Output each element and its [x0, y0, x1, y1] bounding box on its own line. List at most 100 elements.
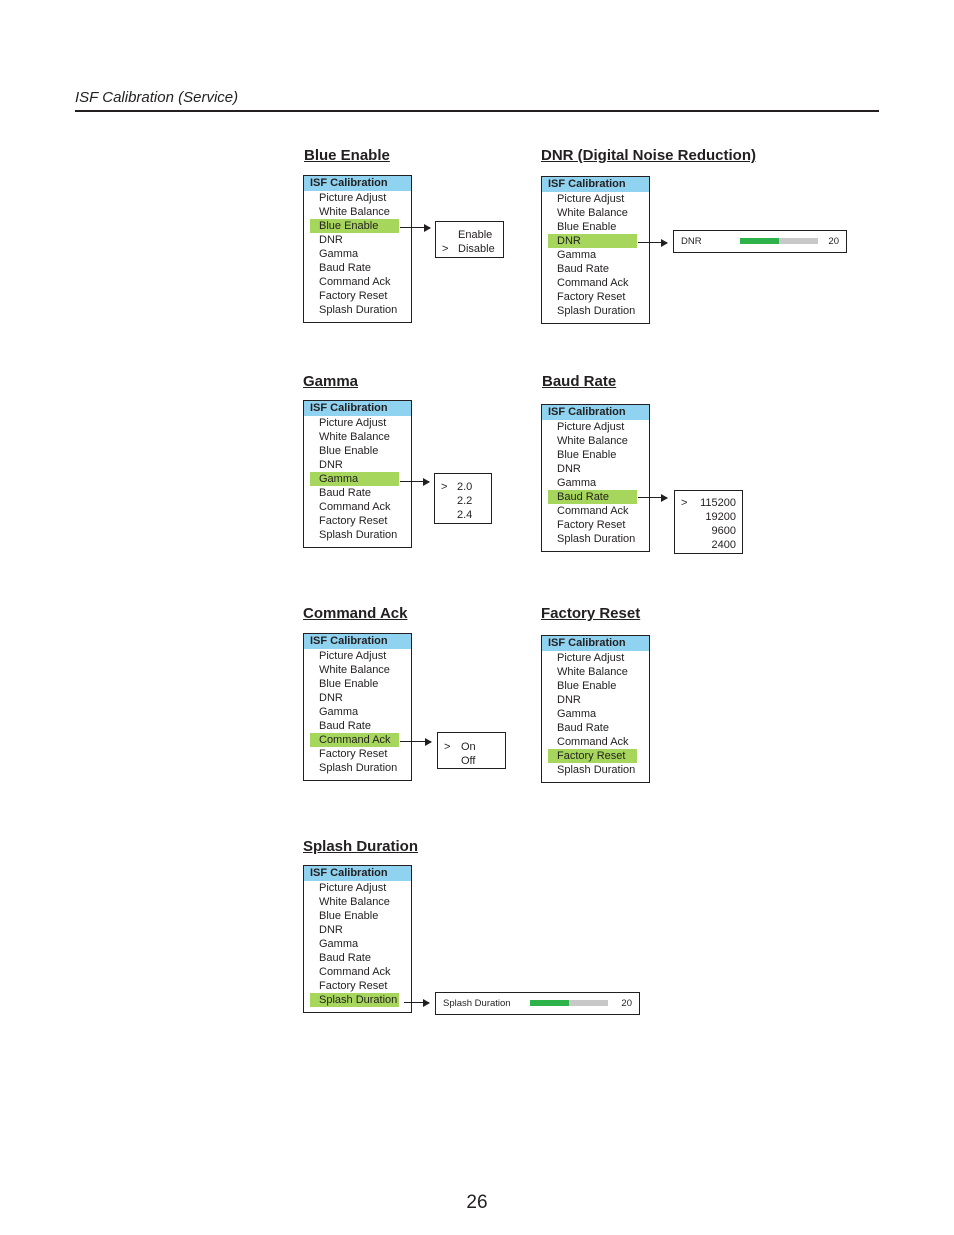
menu-item[interactable]: DNR	[557, 694, 581, 706]
menu-item[interactable]: DNR	[319, 459, 343, 471]
menu-item[interactable]: Gamma	[319, 248, 359, 260]
option-label: 2.2	[457, 495, 473, 507]
menu-item[interactable]: Blue Enable	[319, 910, 379, 922]
arrow-icon	[638, 238, 668, 247]
menu-item[interactable]: White Balance	[319, 896, 390, 908]
menu-item[interactable]: Picture Adjust	[319, 650, 387, 662]
menu-item[interactable]: Command Ack	[319, 276, 391, 288]
menu-item[interactable]: Blue Enable	[319, 678, 379, 690]
menu-item[interactable]: Picture Adjust	[557, 652, 625, 664]
menu-item[interactable]: Command Ack	[319, 966, 391, 978]
menu-item[interactable]: Splash Duration	[557, 533, 636, 545]
option-row[interactable]: >115200	[675, 496, 742, 510]
menu-item[interactable]: Command Ack	[557, 736, 629, 748]
menu-title: ISF Calibration	[304, 634, 411, 649]
option-row[interactable]: Off	[438, 754, 505, 768]
option-label: Disable	[458, 243, 495, 255]
menu-item-selected[interactable]: Baud Rate	[548, 490, 637, 504]
menu-item[interactable]: Baud Rate	[319, 262, 371, 274]
menu-item-selected[interactable]: Blue Enable	[310, 219, 399, 233]
menu-item[interactable]: Gamma	[319, 938, 359, 950]
menu-item[interactable]: Picture Adjust	[319, 192, 387, 204]
menu-item[interactable]: White Balance	[319, 431, 390, 443]
menu-item[interactable]: Blue Enable	[557, 680, 617, 692]
menu-item[interactable]: White Balance	[319, 206, 390, 218]
menu-item-selected[interactable]: Splash Duration	[310, 993, 399, 1007]
menu-item[interactable]: DNR	[319, 692, 343, 704]
menu-item[interactable]: Picture Adjust	[319, 417, 387, 429]
menu-title: ISF Calibration	[542, 405, 649, 420]
menu-item[interactable]: Baud Rate	[319, 952, 371, 964]
option-row[interactable]: 9600	[675, 524, 742, 538]
menu-item[interactable]: Factory Reset	[319, 290, 388, 302]
menu-item[interactable]: Gamma	[557, 249, 597, 261]
bar-fill	[740, 238, 779, 244]
option-row[interactable]: >Disable	[436, 242, 503, 256]
menu-item[interactable]: Gamma	[557, 477, 597, 489]
menu-item[interactable]: White Balance	[319, 664, 390, 676]
current-marker: >	[681, 497, 688, 509]
menu-item[interactable]: Factory Reset	[557, 519, 626, 531]
menu-item[interactable]: Baud Rate	[319, 487, 371, 499]
menu-item[interactable]: Splash Duration	[557, 305, 636, 317]
menu-item[interactable]: Command Ack	[319, 501, 391, 513]
menu-item-selected[interactable]: Gamma	[310, 472, 399, 486]
menu-item[interactable]: Factory Reset	[557, 291, 626, 303]
menu-item-selected[interactable]: DNR	[548, 234, 637, 248]
menu-item[interactable]: Picture Adjust	[319, 882, 387, 894]
menu-item[interactable]: Splash Duration	[319, 762, 398, 774]
menu-item[interactable]: Gamma	[319, 706, 359, 718]
section-title-factory-reset: Factory Reset	[541, 605, 641, 622]
menu-item[interactable]: DNR	[319, 924, 343, 936]
menu-item[interactable]: Factory Reset	[319, 748, 388, 760]
arrow-icon	[638, 493, 668, 502]
menu-item[interactable]: DNR	[319, 234, 343, 246]
option-row[interactable]: >On	[438, 740, 505, 754]
section-title-baud-rate: Baud Rate	[542, 373, 617, 390]
menu-item-selected[interactable]: Factory Reset	[548, 749, 637, 763]
menu-item[interactable]: White Balance	[557, 207, 628, 219]
option-row[interactable]: Enable	[436, 228, 503, 242]
menu-item[interactable]: Splash Duration	[319, 304, 398, 316]
arrow-icon	[400, 223, 431, 232]
menu-item-selected[interactable]: Command Ack	[310, 733, 399, 747]
menu-item[interactable]: Baud Rate	[557, 722, 609, 734]
option-row[interactable]: 19200	[675, 510, 742, 524]
menu-item[interactable]: Splash Duration	[319, 529, 398, 541]
section-title-splash-duration: Splash Duration	[303, 838, 419, 855]
menu-item[interactable]: Splash Duration	[557, 764, 636, 776]
section-title-dnr: DNR (Digital Noise Reduction)	[541, 147, 757, 164]
menu-item[interactable]: Factory Reset	[319, 980, 388, 992]
menu-item[interactable]: Command Ack	[557, 505, 629, 517]
menu-item[interactable]: Blue Enable	[557, 221, 617, 233]
menu-item[interactable]: Picture Adjust	[557, 193, 625, 205]
menu-item[interactable]: Picture Adjust	[557, 421, 625, 433]
menu-item[interactable]: Gamma	[557, 708, 597, 720]
arrow-icon	[400, 477, 430, 486]
menu-item[interactable]: Command Ack	[557, 277, 629, 289]
menu-item[interactable]: Blue Enable	[557, 449, 617, 461]
option-row[interactable]: 2400	[675, 538, 742, 552]
bar-fill	[530, 1000, 569, 1006]
menu-item[interactable]: White Balance	[557, 435, 628, 447]
menu-item[interactable]: Factory Reset	[319, 515, 388, 527]
option-row[interactable]: 2.4	[435, 508, 491, 522]
option-row[interactable]: >2.0	[435, 480, 491, 494]
menu-item[interactable]: Baud Rate	[319, 720, 371, 732]
option-row[interactable]: 2.2	[435, 494, 491, 508]
menu-item[interactable]: White Balance	[557, 666, 628, 678]
section-title-gamma: Gamma	[303, 373, 359, 390]
bar-label: Splash Duration	[443, 998, 511, 1009]
menu-item[interactable]: DNR	[557, 463, 581, 475]
dnr-level-bar: DNR 20	[673, 230, 847, 253]
menu-item[interactable]: Baud Rate	[557, 263, 609, 275]
menu-item[interactable]: Blue Enable	[319, 445, 379, 457]
current-marker: >	[441, 481, 448, 493]
